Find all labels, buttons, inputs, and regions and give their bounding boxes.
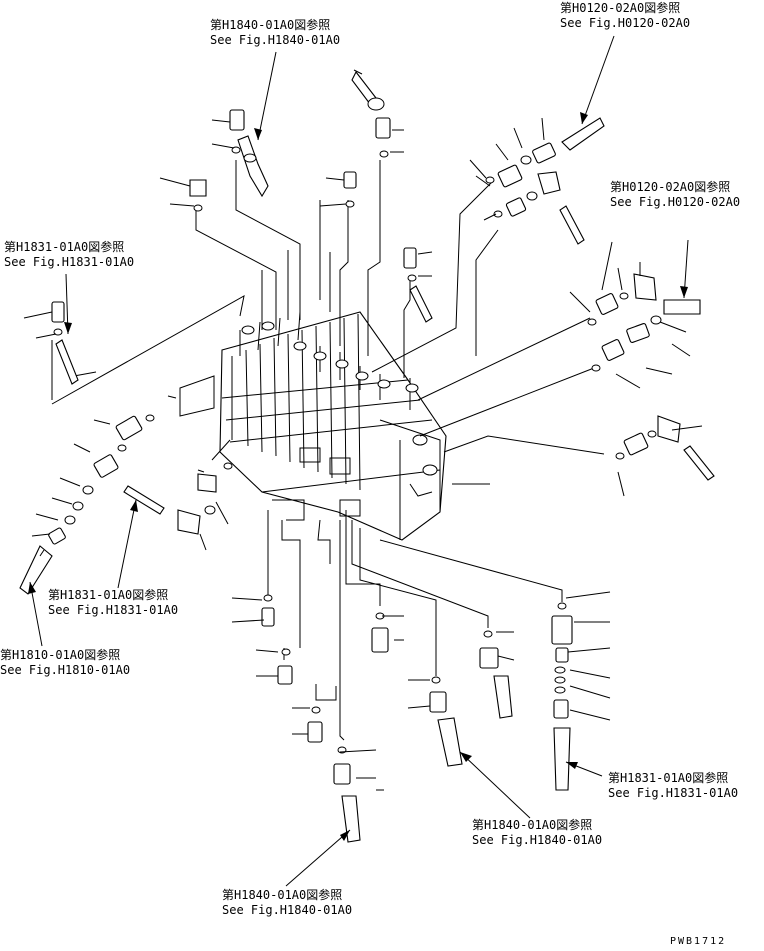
ref-label-h1840-top: 第H1840-01A0図参照 See Fig.H1840-01A0 (210, 18, 340, 48)
ref-label-jp: 第H0120-02A0図参照 (610, 180, 731, 194)
reference-arrows (28, 35, 689, 887)
callout-ticks (23, 69, 703, 791)
control-valve-block (219, 311, 447, 541)
ref-label-jp: 第H1831-01A0図参照 (48, 588, 169, 602)
ref-label-jp: 第H1810-01A0図参照 (0, 648, 121, 662)
ref-label-jp: 第H0120-02A0図参照 (560, 1, 681, 15)
ref-label-h1831-right: 第H1831-01A0図参照 See Fig.H1831-01A0 (608, 771, 738, 801)
ref-label-h0120-top: 第H0120-02A0図参照 See Fig.H0120-02A0 (560, 1, 690, 31)
ref-label-jp: 第H1840-01A0図参照 (222, 888, 343, 902)
ref-label-en: See Fig.H1831-01A0 (48, 603, 179, 617)
ref-label-en: See Fig.H1840-01A0 (210, 33, 341, 47)
drawing-code: PWB1712 (670, 936, 727, 947)
ref-label-h1831-mid: 第H1831-01A0図参照 See Fig.H1831-01A0 (48, 588, 178, 618)
ref-label-en: See Fig.H0120-02A0 (610, 195, 741, 209)
fittings (19, 70, 715, 843)
ref-label-h1831-left: 第H1831-01A0図参照 See Fig.H1831-01A0 (4, 240, 134, 270)
ref-label-en: See Fig.H1840-01A0 (472, 833, 603, 847)
ref-label-jp: 第H1840-01A0図参照 (210, 18, 331, 32)
ref-label-h1810: 第H1810-01A0図参照 See Fig.H1810-01A0 (0, 648, 130, 678)
ref-label-en: See Fig.H1831-01A0 (608, 786, 739, 800)
ref-label-h1840-mid: 第H1840-01A0図参照 See Fig.H1840-01A0 (472, 818, 602, 848)
ref-label-h0120-right: 第H0120-02A0図参照 See Fig.H0120-02A0 (610, 180, 740, 210)
ref-label-en: See Fig.H0120-02A0 (560, 16, 691, 30)
ref-label-h1840-bottom: 第H1840-01A0図参照 See Fig.H1840-01A0 (222, 888, 352, 918)
ref-label-jp: 第H1840-01A0図参照 (472, 818, 593, 832)
ref-label-jp: 第H1831-01A0図参照 (4, 240, 125, 254)
ref-label-en: See Fig.H1810-01A0 (0, 663, 131, 677)
ref-label-en: See Fig.H1831-01A0 (4, 255, 135, 269)
ref-label-jp: 第H1831-01A0図参照 (608, 771, 729, 785)
ref-label-en: See Fig.H1840-01A0 (222, 903, 353, 917)
